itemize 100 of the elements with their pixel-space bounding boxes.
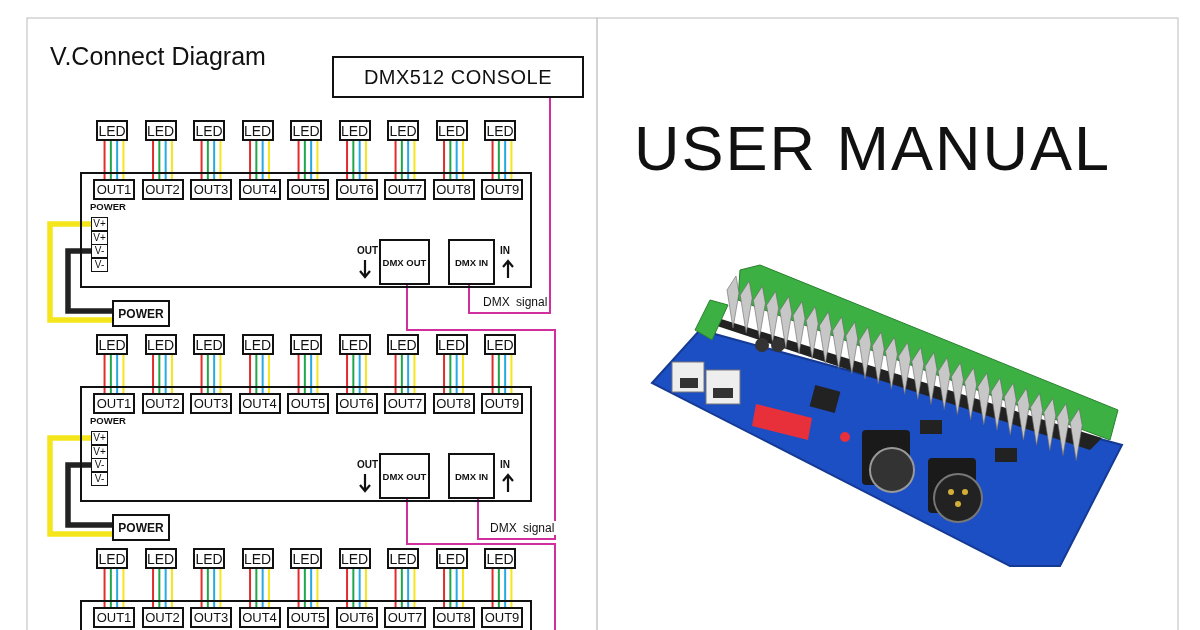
led-wire: [358, 140, 361, 180]
led-wire: [394, 354, 397, 394]
led-wire: [297, 140, 300, 180]
output-terminal: OUT5: [287, 179, 329, 200]
output-terminal: OUT6: [335, 607, 378, 628]
led-wire: [364, 140, 367, 180]
output-terminal: OUT7: [384, 393, 426, 414]
led-wire: [261, 568, 264, 608]
led-wire: [267, 568, 270, 608]
led-wire: [400, 568, 403, 608]
led-wire: [255, 354, 258, 394]
led-box: LED: [193, 548, 225, 569]
led-wire: [346, 354, 349, 394]
edge-label: DMX signal: [488, 521, 557, 535]
output-terminal: OUT7: [384, 179, 426, 200]
power-supply-box: POWER: [112, 300, 170, 327]
led-box: LED: [144, 120, 177, 141]
led-wire: [303, 140, 306, 180]
output-terminal: OUT4: [238, 393, 281, 414]
led-wire: [497, 568, 500, 608]
led-wire: [449, 140, 452, 180]
led-box: LED: [338, 334, 371, 355]
output-terminal: OUT1: [93, 393, 135, 414]
led-wire: [249, 568, 252, 608]
title: USER MANUAL: [634, 112, 1112, 184]
power-supply-box: POWER: [112, 514, 170, 541]
led-box: LED: [484, 120, 516, 141]
led-wire: [394, 568, 397, 608]
output-terminal: OUT3: [190, 179, 232, 200]
led-wire: [164, 568, 167, 608]
led-box: LED: [144, 548, 177, 569]
led-wire: [310, 140, 313, 180]
led-box: LED: [193, 120, 225, 141]
led-box: LED: [435, 548, 468, 569]
output-terminal: OUT2: [141, 393, 184, 414]
led-wire: [170, 354, 173, 394]
led-wire: [267, 140, 270, 180]
power-label: POWER: [90, 415, 126, 426]
led-wire: [510, 568, 513, 608]
led-wire: [352, 140, 355, 180]
led-wire: [122, 568, 125, 608]
direction-label: OUT: [357, 459, 379, 470]
terminal-cell: V-: [91, 458, 108, 472]
direction-label: IN: [500, 459, 510, 470]
power-cable: [65, 248, 112, 314]
led-box: LED: [96, 120, 128, 141]
led-wire: [109, 568, 112, 608]
output-terminal: OUT6: [335, 179, 378, 200]
edge-label: DMX signal: [481, 295, 550, 309]
output-terminal: OUT2: [141, 607, 184, 628]
led-box: LED: [241, 334, 274, 355]
led-wire: [158, 568, 161, 608]
port-box: DMX IN: [448, 453, 495, 499]
led-wire: [158, 354, 161, 394]
led-wire: [413, 568, 416, 608]
led-wire: [255, 568, 258, 608]
led-box: LED: [241, 120, 274, 141]
led-wire: [164, 354, 167, 394]
led-wire: [352, 568, 355, 608]
led-wire: [407, 568, 410, 608]
led-wire: [213, 354, 216, 394]
output-terminal: OUT3: [190, 393, 232, 414]
led-wire: [200, 354, 203, 394]
controller-box: [80, 172, 532, 288]
led-wire: [346, 140, 349, 180]
led-box: LED: [290, 334, 322, 355]
led-box: LED: [290, 120, 322, 141]
output-terminal: OUT1: [93, 607, 135, 628]
led-box: LED: [338, 120, 371, 141]
led-wire: [510, 140, 513, 180]
led-wire: [261, 354, 264, 394]
direction-label: OUT: [357, 245, 379, 256]
led-wire: [206, 568, 209, 608]
led-box: LED: [96, 548, 128, 569]
led-box: LED: [484, 334, 516, 355]
led-wire: [400, 354, 403, 394]
led-wire: [455, 354, 458, 394]
led-wire: [303, 354, 306, 394]
led-wire: [497, 354, 500, 394]
led-wire: [109, 354, 112, 394]
led-wire: [491, 568, 494, 608]
led-wire: [303, 568, 306, 608]
led-wire: [206, 140, 209, 180]
led-wire: [413, 354, 416, 394]
led-box: LED: [338, 548, 371, 569]
console-box: DMX512 CONSOLE: [332, 56, 584, 98]
led-wire: [255, 140, 258, 180]
led-wire: [443, 568, 446, 608]
output-terminal: OUT5: [287, 607, 329, 628]
led-box: LED: [387, 120, 419, 141]
led-box: LED: [387, 548, 419, 569]
led-box: LED: [241, 548, 274, 569]
port-box: DMX OUT: [379, 453, 430, 499]
led-wire: [170, 568, 173, 608]
led-box: LED: [290, 548, 322, 569]
led-wire: [461, 568, 464, 608]
port-box: DMX OUT: [379, 239, 430, 285]
led-wire: [455, 568, 458, 608]
signal-cable: [468, 97, 551, 314]
power-cable: [65, 462, 112, 528]
